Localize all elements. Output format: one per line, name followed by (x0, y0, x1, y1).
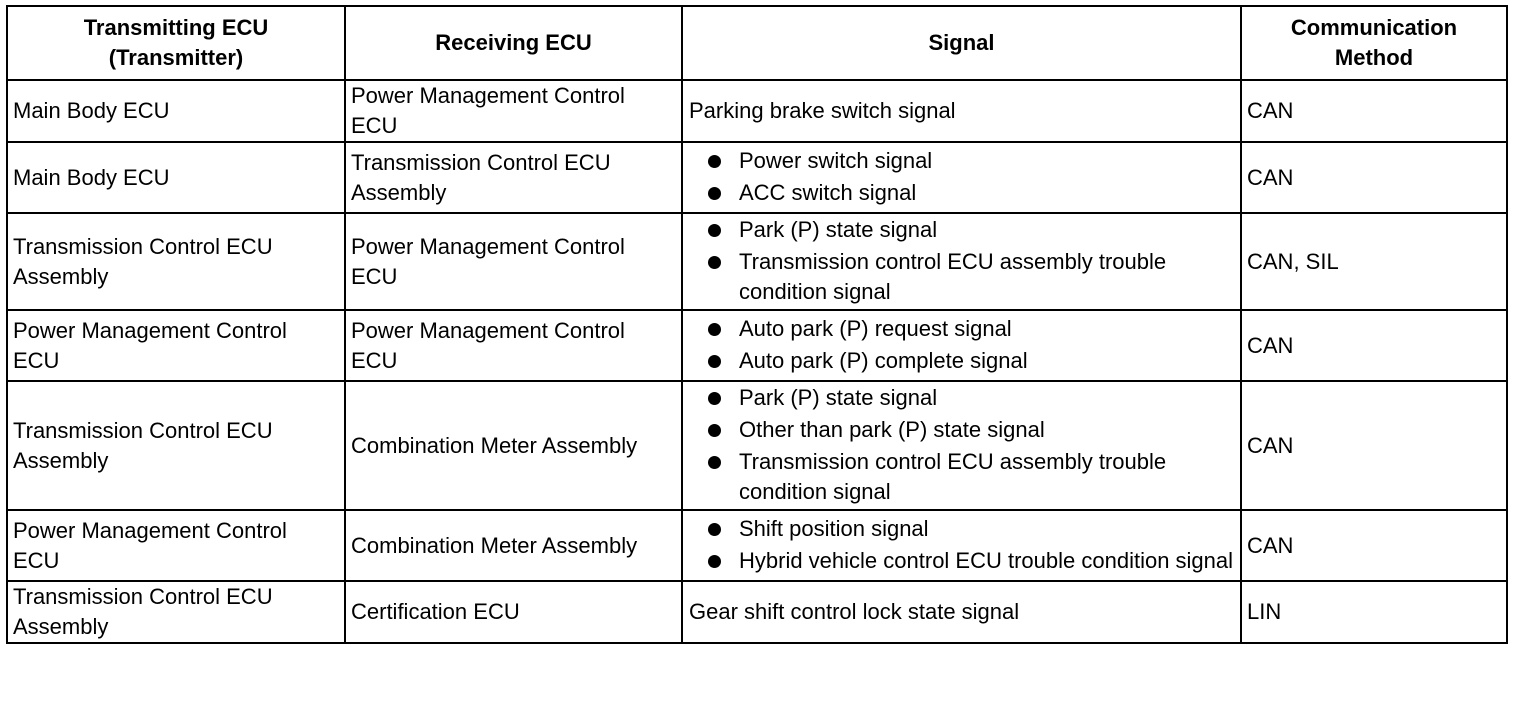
signal-item: Other than park (P) state signal (689, 415, 1235, 445)
header-row: Transmitting ECU (Transmitter) Receiving… (6, 5, 1508, 81)
signal-text: Gear shift control lock state signal (689, 599, 1020, 624)
bullet-icon (708, 224, 721, 237)
transmitter-cell: Transmission Control ECU Assembly (6, 212, 346, 311)
method-cell: CAN (1240, 380, 1508, 511)
signal-item: Park (P) state signal (689, 215, 1235, 245)
signal-text: Auto park (P) request signal (739, 316, 1012, 341)
signal-item: Auto park (P) request signal (689, 314, 1235, 344)
signal-cell: Parking brake switch signal (681, 79, 1242, 143)
bullet-icon (708, 187, 721, 200)
bullet-icon (708, 555, 721, 568)
receiver-cell: Combination Meter Assembly (344, 509, 683, 582)
signal-text: Power switch signal (739, 148, 933, 173)
bullet-icon (708, 155, 721, 168)
signal-text: ACC switch signal (739, 180, 917, 205)
transmitter-cell: Power Management Control ECU (6, 509, 346, 582)
receiver-cell: Power Management Control ECU (344, 212, 683, 311)
receiver-cell: Certification ECU (344, 580, 683, 644)
signal-cell: Gear shift control lock state signal (681, 580, 1242, 644)
bullet-icon (708, 355, 721, 368)
receiver-cell: Power Management Control ECU (344, 309, 683, 382)
method-cell: CAN (1240, 79, 1508, 143)
transmitter-cell: Power Management Control ECU (6, 309, 346, 382)
signal-text: Hybrid vehicle control ECU trouble condi… (739, 548, 1234, 573)
method-cell: CAN (1240, 509, 1508, 582)
transmitter-cell: Main Body ECU (6, 141, 346, 214)
signal-item: Shift position signal (689, 514, 1235, 544)
header-signal: Signal (681, 5, 1242, 81)
transmitter-cell: Transmission Control ECU Assembly (6, 580, 346, 644)
receiver-cell: Transmission Control ECU Assembly (344, 141, 683, 214)
bullet-icon (708, 424, 721, 437)
signal-item: Park (P) state signal (689, 383, 1235, 413)
signal-text: Parking brake switch signal (689, 98, 956, 123)
header-receiving-ecu: Receiving ECU (344, 5, 683, 81)
bullet-icon (708, 392, 721, 405)
signal-text: Auto park (P) complete signal (739, 348, 1028, 373)
signal-item: ACC switch signal (689, 178, 1235, 208)
method-cell: CAN (1240, 309, 1508, 382)
signal-item: Auto park (P) complete signal (689, 346, 1235, 376)
method-cell: CAN (1240, 141, 1508, 214)
signal-item: Hybrid vehicle control ECU trouble condi… (689, 546, 1235, 576)
signal-text: Park (P) state signal (739, 385, 938, 410)
method-cell: CAN, SIL (1240, 212, 1508, 311)
signal-text: Other than park (P) state signal (739, 417, 1045, 442)
signal-text: Transmission control ECU assembly troubl… (739, 249, 1167, 304)
signal-item: Power switch signal (689, 146, 1235, 176)
bullet-icon (708, 523, 721, 536)
method-cell: LIN (1240, 580, 1508, 644)
header-communication-method: Communication Method (1240, 5, 1508, 81)
header-transmitting-ecu: Transmitting ECU (Transmitter) (6, 5, 346, 81)
bullet-icon (708, 323, 721, 336)
transmitter-cell: Main Body ECU (6, 79, 346, 143)
signal-item: Transmission control ECU assembly troubl… (689, 447, 1235, 507)
signal-item: Transmission control ECU assembly troubl… (689, 247, 1235, 307)
bullet-icon (708, 256, 721, 269)
receiver-cell: Combination Meter Assembly (344, 380, 683, 511)
transmitter-cell: Transmission Control ECU Assembly (6, 380, 346, 511)
signal-text: Park (P) state signal (739, 217, 938, 242)
ecu-communication-table: Transmitting ECU (Transmitter) Receiving… (6, 5, 1508, 644)
signal-text: Transmission control ECU assembly troubl… (739, 449, 1167, 504)
receiver-cell: Power Management Control ECU (344, 79, 683, 143)
bullet-icon (708, 456, 721, 469)
signal-text: Shift position signal (739, 516, 929, 541)
